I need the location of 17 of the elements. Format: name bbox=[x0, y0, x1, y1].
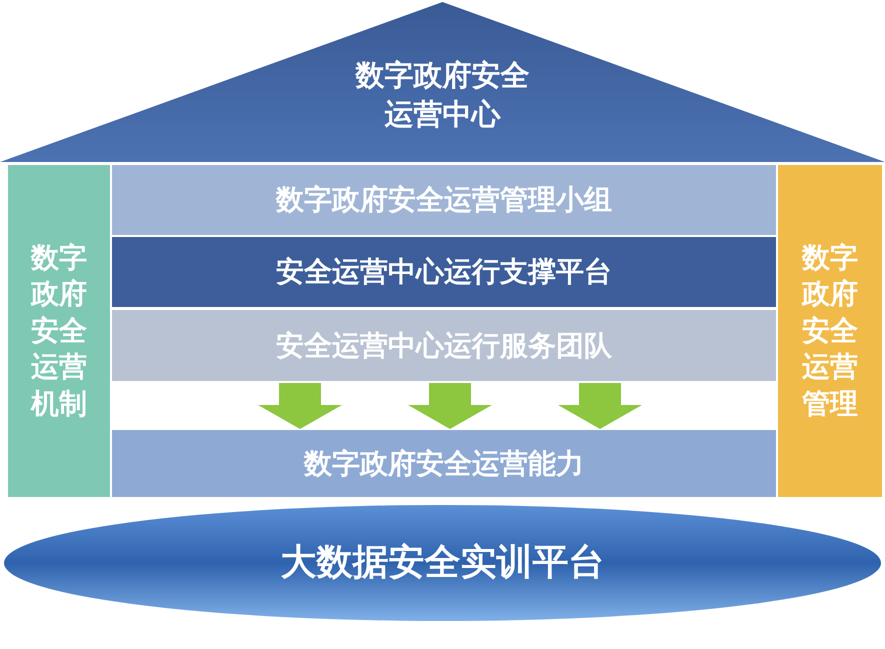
pillar-panel bbox=[8, 165, 110, 497]
down-arrow bbox=[258, 383, 342, 429]
node-label: 数字政府安全运营管理小组 bbox=[276, 182, 612, 218]
down-arrow bbox=[558, 383, 642, 429]
layer-band bbox=[112, 165, 776, 235]
node-label: 数字政府安全运营能力 bbox=[304, 446, 584, 482]
node-label: 安全运营中心运行支撑平台 bbox=[276, 254, 612, 290]
node-label: 数字政府安全运营机制 bbox=[30, 240, 88, 422]
node-label: 数字政府安全运营中心 bbox=[354, 57, 530, 134]
down-arrow bbox=[408, 383, 492, 429]
node-label: 数字政府安全运营管理 bbox=[800, 240, 859, 422]
layer-band bbox=[112, 310, 776, 381]
node-label: 大数据安全实训平台 bbox=[280, 540, 604, 585]
node-label: 安全运营中心运行服务团队 bbox=[276, 328, 612, 364]
pillar-panel bbox=[778, 165, 882, 497]
layer-band bbox=[112, 430, 776, 497]
layer-band bbox=[112, 237, 776, 307]
